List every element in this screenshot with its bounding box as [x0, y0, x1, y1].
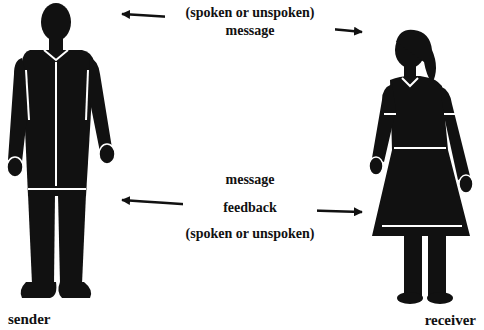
person-node: sender	[0, 0, 122, 330]
person-label: sender	[8, 310, 51, 328]
woman-details	[382, 78, 462, 226]
woman-silhouette	[369, 30, 473, 304]
man-silhouette	[7, 3, 115, 298]
message-label: message	[226, 171, 275, 189]
edge-label: (spoken or unspoken) message	[165, 4, 335, 40]
man-details	[26, 50, 88, 189]
person-node: receiver	[362, 0, 484, 330]
edge-label: feedback	[183, 199, 317, 217]
person-label: receiver	[425, 311, 476, 329]
message-label: (spoken or unspoken)	[186, 225, 315, 243]
